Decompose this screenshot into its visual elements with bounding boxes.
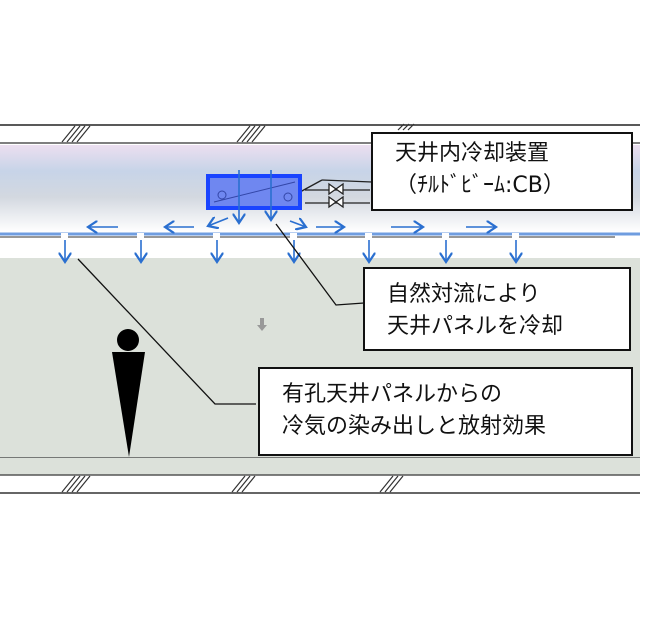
floor-slab-hatch [62,476,403,492]
label-line: 自然対流により [387,279,629,311]
label-line: 有孔天井パネルからの [282,379,631,411]
chilled-beam [208,176,300,208]
label-ceiling-cooling-unit: 天井内冷却装置 （ﾁﾙﾄﾞﾋﾞｰﾑ:CB） [371,132,633,211]
slab-hatch [62,124,414,142]
label-perforated-panel: 有孔天井パネルからの 冷気の染み出しと放射効果 [258,367,633,456]
label-line: 天井パネルを冷却 [387,311,629,343]
label-natural-convection: 自然対流により 天井パネルを冷却 [363,267,631,351]
label-line: （ﾁﾙﾄﾞﾋﾞｰﾑ:CB） [395,170,631,202]
label-line: 冷気の染み出しと放射効果 [282,411,631,443]
label-line: 天井内冷却装置 [395,138,631,170]
